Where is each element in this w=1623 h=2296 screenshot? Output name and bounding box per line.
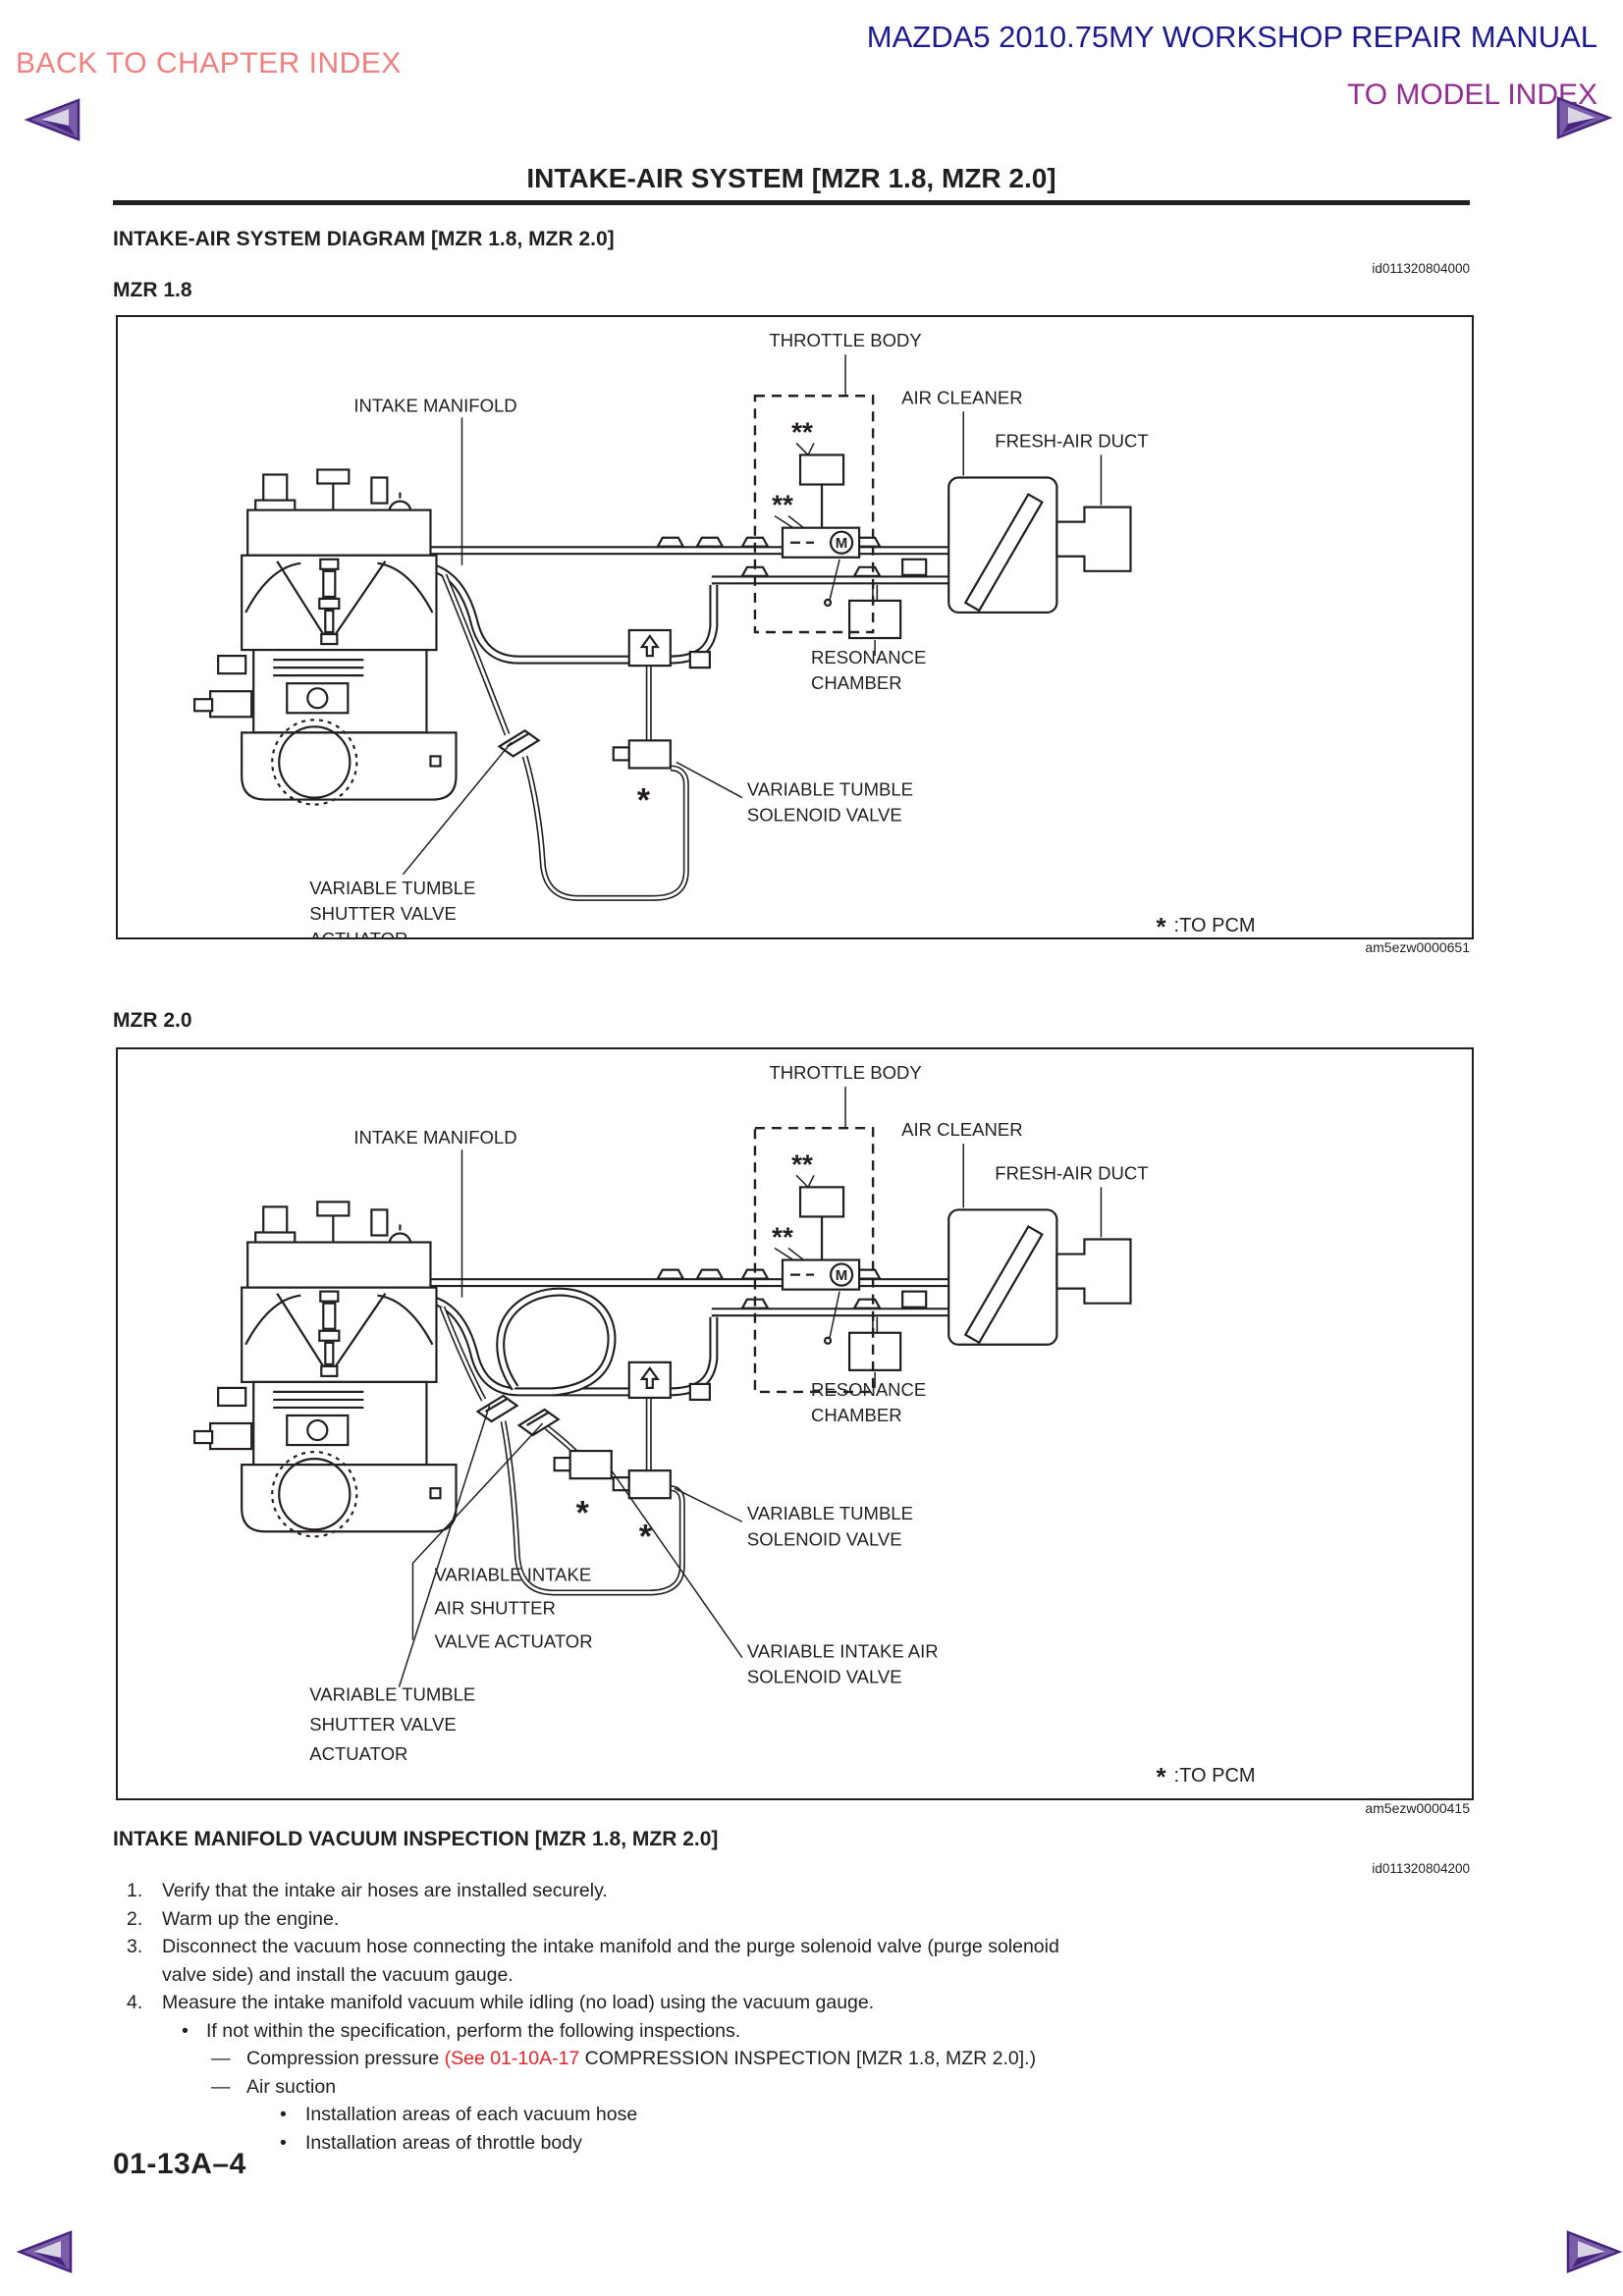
bullet-item: • If not within the specification, perfo…	[113, 2017, 1488, 2046]
dash-marker: —	[211, 2075, 231, 2098]
nav-arrow-prev-bottom-icon[interactable]	[12, 2230, 75, 2273]
label-throttle-body: THROTTLE BODY	[769, 1062, 921, 1083]
double-asterisk: **	[791, 1148, 813, 1179]
label-vt-actuator-3: ACTUATOR	[309, 929, 407, 937]
figure-code-1: am5ezw0000651	[1365, 939, 1470, 955]
label-air-cleaner: AIR CLEANER	[901, 1119, 1022, 1140]
variant-label-mzr18: MZR 1.8	[113, 279, 192, 301]
back-to-chapter-index-link[interactable]: BACK TO CHAPTER INDEX	[16, 47, 402, 80]
label-resonance-2: CHAMBER	[811, 672, 902, 693]
sub-bullet-text: Installation areas of each vacuum hose	[305, 2104, 638, 2125]
pcm-note-star: *	[1157, 912, 1167, 937]
label-intake-manifold: INTAKE MANIFOLD	[353, 395, 516, 415]
label-via-solenoid-2: SOLENOID VALVE	[747, 1667, 902, 1687]
title-rule	[113, 200, 1470, 205]
inspection-steps: 1. Verify that the intake air hoses are …	[113, 1877, 1488, 2157]
dash-marker: —	[211, 2048, 231, 2069]
cross-reference-link[interactable]: (See 01-10A-17	[444, 2048, 580, 2069]
diagram-mzr18: * ** ** M THROTTLE BODY INTAKE MANIFOLD …	[116, 315, 1474, 939]
inspection-section-heading: INTAKE MANIFOLD VACUUM INSPECTION [MZR 1…	[113, 1828, 719, 1850]
step-text: Disconnect the vacuum hose connecting th…	[162, 1936, 1059, 1957]
label-resonance-1: RESONANCE	[811, 1379, 926, 1400]
pcm-note-text: :TO PCM	[1174, 1765, 1256, 1787]
step-number: 3.	[127, 1936, 143, 1957]
bullet-marker: •	[280, 2131, 287, 2154]
sub-bullet-2: • Installation areas of throttle body	[113, 2129, 1488, 2158]
label-intake-manifold: INTAKE MANIFOLD	[353, 1127, 516, 1148]
figure-code-2: am5ezw0000415	[1365, 1800, 1470, 1816]
asterisk-mark: *	[639, 1518, 653, 1555]
step-3: 3. Disconnect the vacuum hose connecting…	[113, 1933, 1488, 1961]
double-asterisk: **	[772, 1222, 793, 1253]
step-3-line-2: valve side) and install the vacuum gauge…	[113, 1961, 1488, 1990]
step-1: 1. Verify that the intake air hoses are …	[113, 1877, 1488, 1905]
bullet-text: If not within the specification, perform…	[206, 2019, 741, 2042]
sub-bullet-text: Installation areas of throttle body	[305, 2131, 582, 2154]
step-text: valve side) and install the vacuum gauge…	[162, 1963, 514, 1986]
double-asterisk: **	[772, 490, 793, 520]
label-vt-solenoid-2: SOLENOID VALVE	[747, 1528, 902, 1549]
page-number: 01-13A–4	[113, 2148, 246, 2180]
bullet-marker: •	[182, 2019, 189, 2042]
dash-text-pre: Compression pressure	[246, 2048, 445, 2069]
manual-title: MAZDA5 2010.75MY WORKSHOP REPAIR MANUAL	[866, 20, 1597, 54]
label-via-actuator-2: AIR SHUTTER	[434, 1597, 555, 1618]
label-vt-actuator-2: SHUTTER VALVE	[309, 903, 457, 924]
nav-arrow-prev-icon[interactable]	[20, 98, 82, 141]
dash-text: Compression pressure (See 01-10A-17 COMP…	[246, 2045, 1036, 2073]
label-via-solenoid-1: VARIABLE INTAKE AIR	[747, 1641, 939, 1662]
label-air-cleaner: AIR CLEANER	[901, 387, 1022, 407]
dash-item-air-suction: — Air suction	[113, 2073, 1488, 2102]
label-vt-actuator-2: SHUTTER VALVE	[309, 1714, 456, 1735]
step-4: 4. Measure the intake manifold vacuum wh…	[113, 1989, 1488, 2017]
pcm-note-text: :TO PCM	[1174, 915, 1256, 936]
label-via-actuator-3: VALVE ACTUATOR	[434, 1631, 592, 1652]
double-asterisk: **	[791, 416, 813, 447]
page-title: INTAKE-AIR SYSTEM [MZR 1.8, MZR 2.0]	[526, 163, 1056, 193]
diagram-mzr20: * * ** ** M THROTTLE BODY INTAKE MANIFOL…	[116, 1047, 1474, 1800]
motor-m: M	[836, 535, 848, 552]
asterisk-mark: *	[576, 1494, 590, 1531]
motor-m: M	[836, 1267, 848, 1284]
asterisk-mark: *	[637, 782, 651, 820]
to-model-index-link[interactable]: TO MODEL INDEX	[1346, 79, 1597, 111]
label-vt-solenoid-2: SOLENOID VALVE	[747, 805, 902, 826]
label-vt-solenoid-1: VARIABLE TUMBLE	[747, 779, 913, 800]
pcm-note-star: *	[1157, 1762, 1167, 1791]
label-throttle-body: THROTTLE BODY	[769, 330, 921, 350]
bullet-marker: •	[280, 2104, 287, 2125]
variant-label-mzr20: MZR 2.0	[113, 1009, 192, 1032]
step-text: Verify that the intake air hoses are ins…	[162, 1880, 608, 1901]
label-vt-actuator-1: VARIABLE TUMBLE	[309, 878, 475, 898]
step-text: Measure the intake manifold vacuum while…	[162, 1992, 875, 2013]
step-2: 2. Warm up the engine.	[113, 1905, 1488, 1934]
label-vt-actuator-1: VARIABLE TUMBLE	[309, 1684, 475, 1705]
dash-item-compression: — Compression pressure (See 01-10A-17 CO…	[113, 2045, 1488, 2073]
label-fresh-air-duct: FRESH-AIR DUCT	[995, 1162, 1148, 1183]
diagram-section-heading: INTAKE-AIR SYSTEM DIAGRAM [MZR 1.8, MZR …	[113, 228, 615, 250]
label-via-actuator-1: VARIABLE INTAKE	[434, 1564, 591, 1584]
label-vt-actuator-3: ACTUATOR	[309, 1743, 407, 1764]
nav-arrow-next-icon[interactable]	[1554, 96, 1617, 139]
step-number: 2.	[127, 1907, 143, 1930]
step-text: Warm up the engine.	[162, 1907, 340, 1930]
dash-text: Air suction	[246, 2075, 337, 2098]
dash-text-post: COMPRESSION INSPECTION [MZR 1.8, MZR 2.0…	[579, 2048, 1037, 2069]
header-title-block: MAZDA5 2010.75MY WORKSHOP REPAIR MANUAL …	[867, 20, 1597, 112]
step-number: 4.	[127, 1992, 143, 2013]
diagram-section-id: id011320804000	[1372, 261, 1470, 276]
label-resonance-2: CHAMBER	[811, 1405, 902, 1425]
sub-bullet-1: • Installation areas of each vacuum hose	[113, 2101, 1488, 2129]
inspection-section-id: id011320804200	[1372, 1861, 1470, 1876]
nav-arrow-next-bottom-icon[interactable]	[1564, 2230, 1623, 2273]
label-resonance-1: RESONANCE	[811, 647, 926, 667]
step-number: 1.	[127, 1880, 143, 1901]
label-vt-solenoid-1: VARIABLE TUMBLE	[747, 1503, 913, 1523]
label-fresh-air-duct: FRESH-AIR DUCT	[995, 430, 1148, 451]
